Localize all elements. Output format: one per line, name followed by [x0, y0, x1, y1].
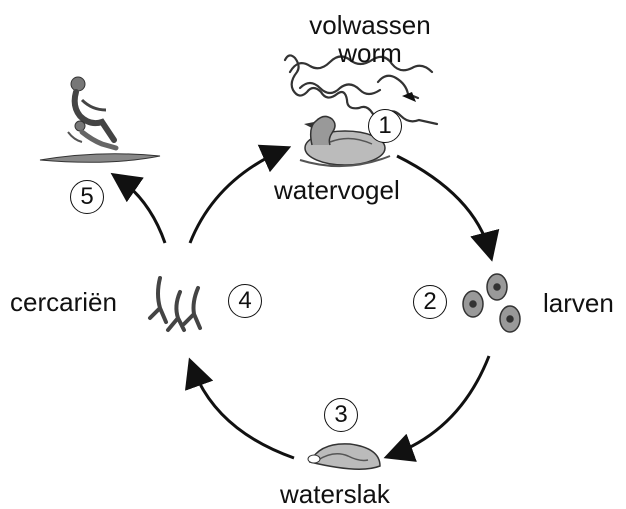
- larvae-illustration: [463, 274, 520, 332]
- stage-3-number: 3: [324, 398, 358, 432]
- adult-worm-label: volwassen worm: [300, 12, 440, 66]
- stage-3-label: waterslak: [280, 481, 390, 507]
- adult-worm-label-line1: volwassen: [300, 12, 440, 38]
- stage-5-number: 5: [70, 180, 104, 214]
- stage-1-number: 1: [368, 109, 402, 143]
- swimmers-illustration: [40, 77, 160, 162]
- arrow-4-to-5: [118, 178, 165, 243]
- arrow-1-to-2: [397, 156, 490, 253]
- arrow-3-to-4: [192, 366, 294, 458]
- stage-2-number: 2: [413, 285, 447, 319]
- adult-worm-label-line2: worm: [300, 40, 440, 66]
- water-snail-illustration: [308, 444, 380, 469]
- cercariae-illustration: [150, 278, 200, 330]
- stage-2-label: larven: [543, 290, 614, 316]
- arrow-2-to-3: [392, 356, 489, 455]
- stage-4-label: cercariën: [10, 289, 117, 315]
- stage-1-label: watervogel: [274, 177, 400, 203]
- stage-4-number: 4: [228, 284, 262, 318]
- arrow-4-to-1: [190, 150, 283, 243]
